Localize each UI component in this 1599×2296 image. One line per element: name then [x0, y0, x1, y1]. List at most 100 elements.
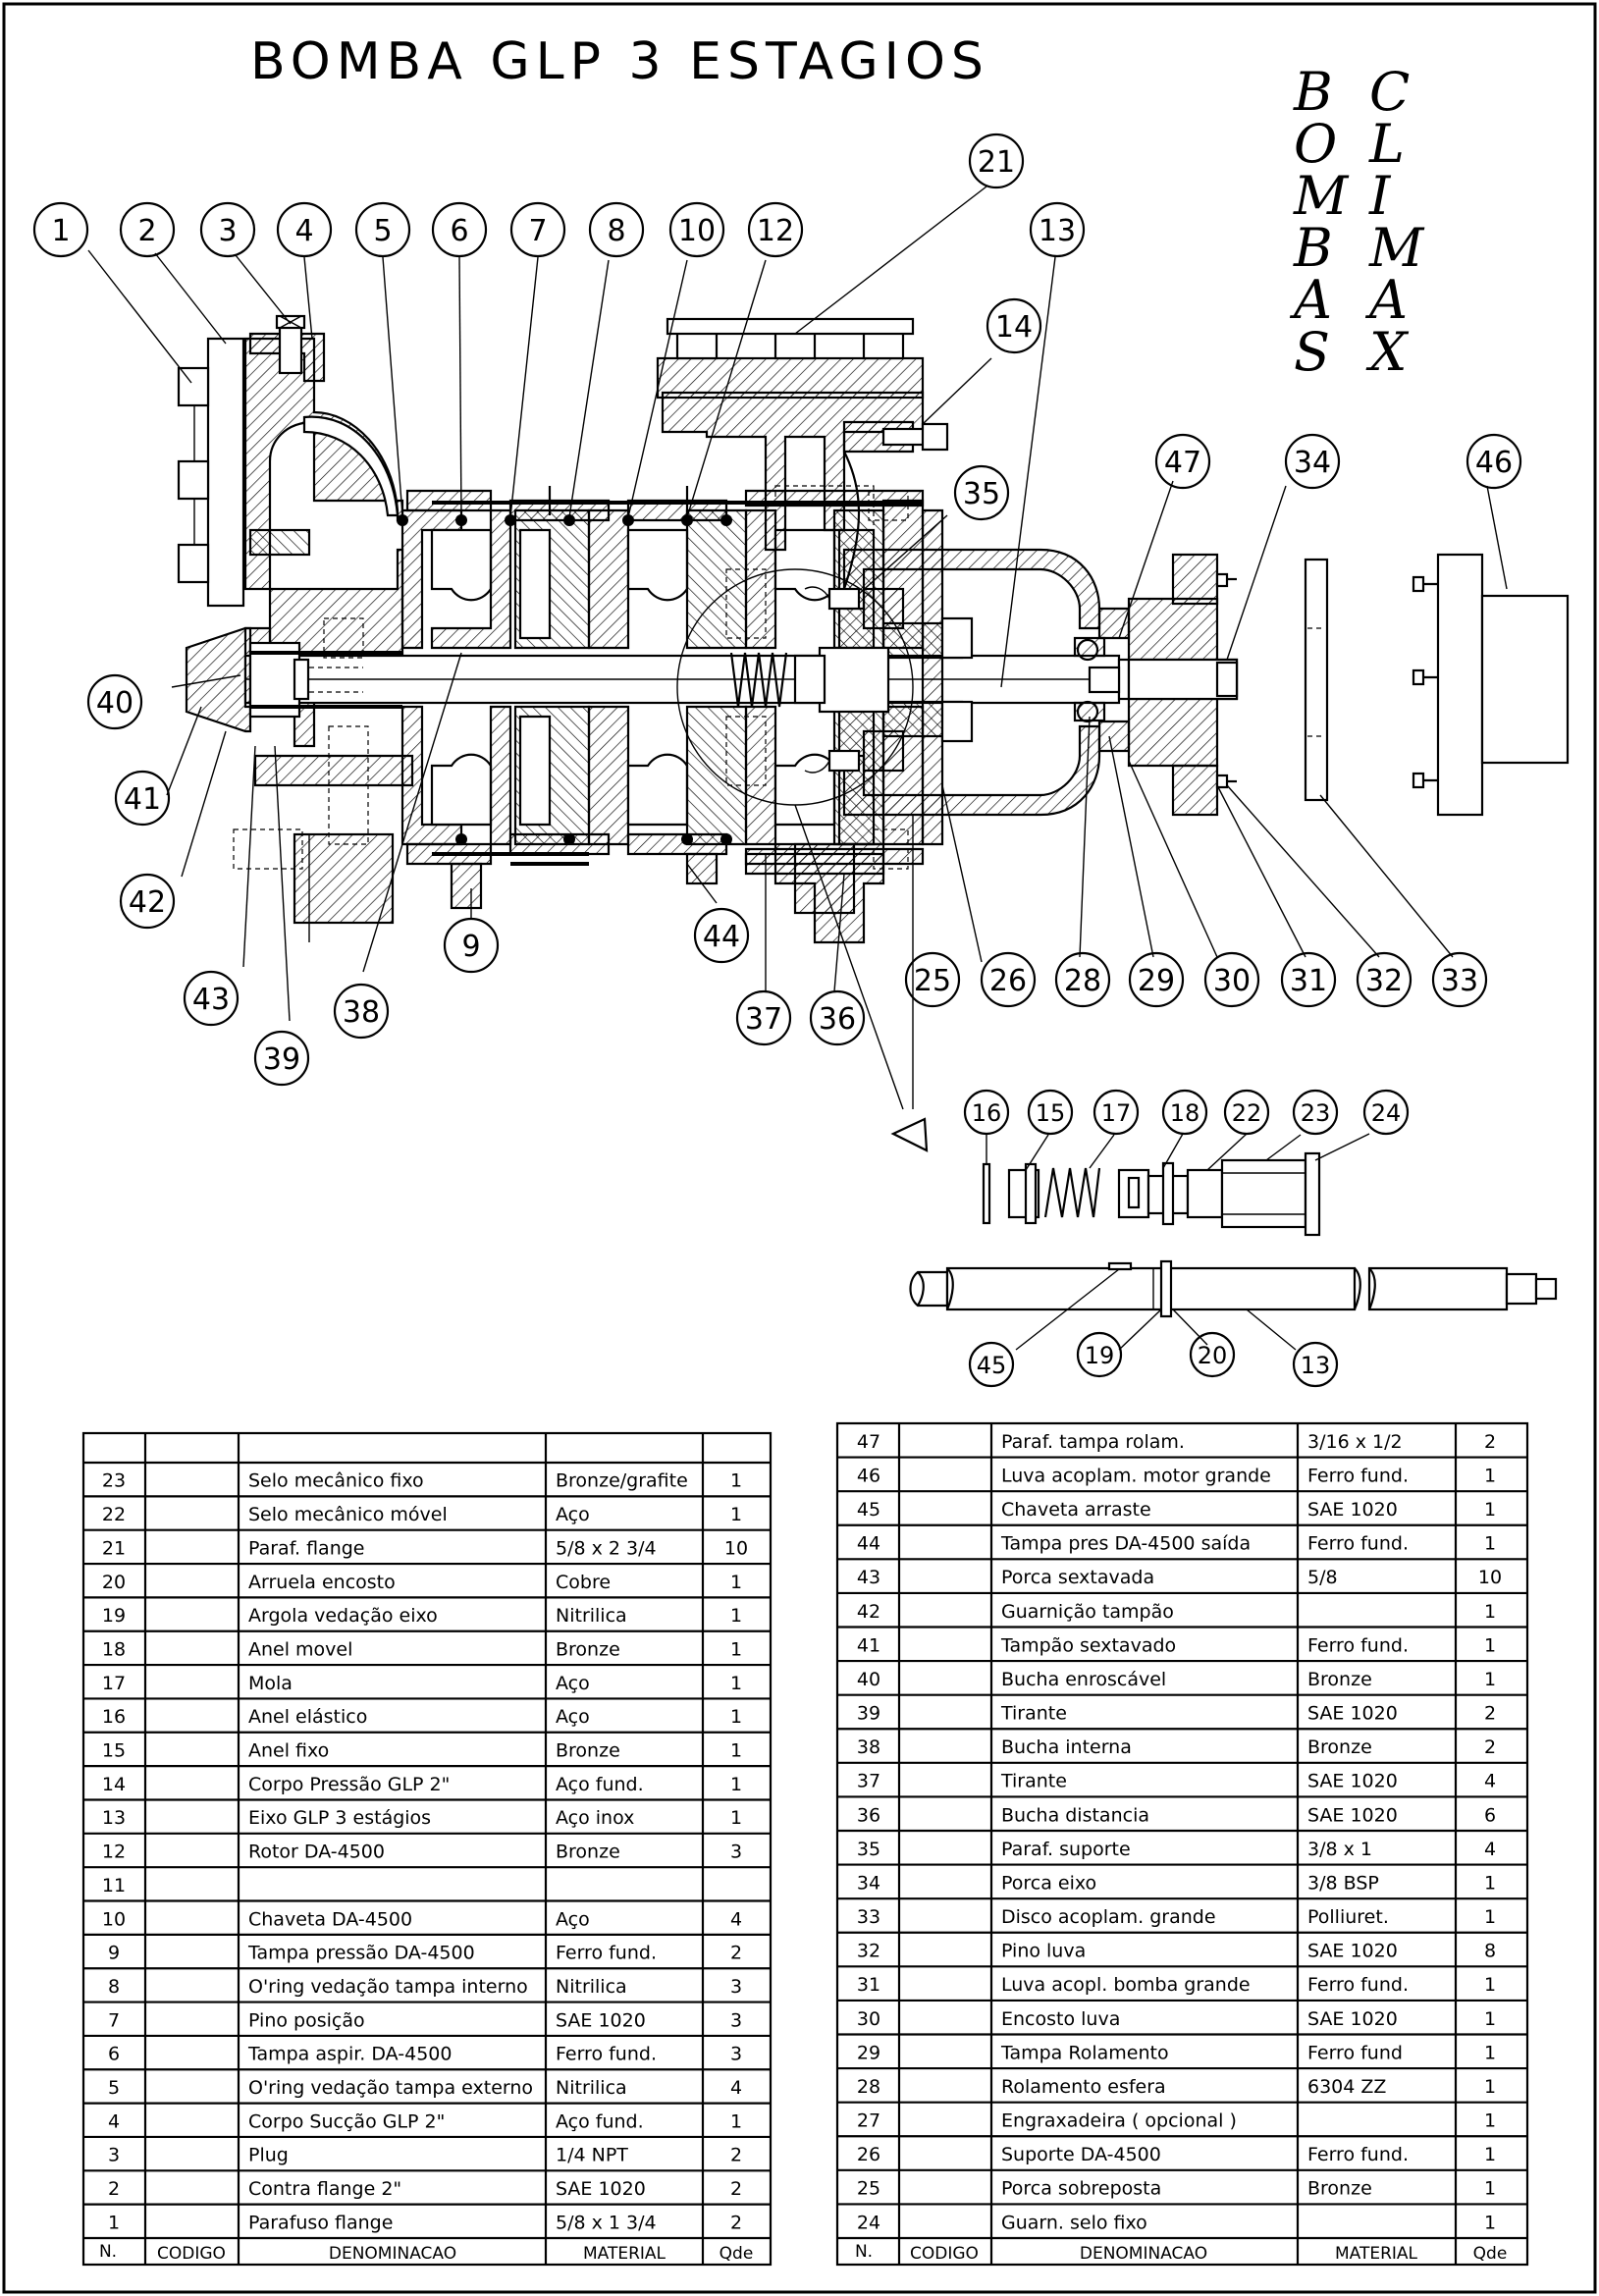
svg-text:13: 13: [1039, 214, 1076, 248]
row-number: 41: [857, 1634, 880, 1656]
row-denominacao: Paraf. suporte: [1001, 1839, 1131, 1860]
row-qde: 3: [730, 2009, 742, 2031]
svg-text:16: 16: [972, 1099, 1002, 1127]
balloon-8: 8: [588, 201, 645, 258]
row-denominacao: Tampão sextavado: [1000, 1634, 1176, 1656]
svg-text:42: 42: [129, 885, 166, 920]
row-number: 18: [102, 1638, 126, 1660]
seal-detail-view: [982, 1151, 1321, 1237]
row-number: 10: [102, 1908, 126, 1930]
header-qde: Qde: [720, 2244, 754, 2264]
row-material: SAE 1020: [1307, 1703, 1398, 1725]
row-number: 47: [857, 1431, 880, 1453]
header-codigo: CODIGO: [157, 2244, 226, 2264]
balloon-44: 44: [693, 907, 750, 964]
row-qde: 10: [724, 1537, 748, 1559]
row-material: Aço: [556, 1673, 590, 1694]
detail-balloon-24: 24: [1362, 1089, 1410, 1136]
row-denominacao: Argola vedação eixo: [248, 1605, 438, 1627]
row-denominacao: Engraxadeira ( opcional ): [1001, 2110, 1237, 2132]
row-material: Polliuret.: [1307, 1906, 1389, 1928]
row-material: Ferro fund.: [1307, 1465, 1409, 1486]
row-qde: 1: [730, 1638, 742, 1660]
row-number: 25: [857, 2178, 880, 2200]
row-denominacao: Bucha distancia: [1001, 1804, 1149, 1826]
row-qde: 1: [1484, 2212, 1496, 2233]
balloon-14: 14: [986, 297, 1042, 354]
row-material: 1/4 NPT: [556, 2145, 628, 2166]
svg-text:25: 25: [914, 964, 951, 998]
svg-text:4: 4: [294, 214, 313, 248]
svg-text:B: B: [1293, 61, 1333, 123]
row-material: Bronze/grafite: [556, 1470, 688, 1492]
row-qde: 1: [1484, 1465, 1496, 1486]
row-number: 38: [857, 1736, 880, 1758]
row-qde: 1: [730, 1774, 742, 1795]
row-material: Aço: [556, 1504, 590, 1525]
balloon-3: 3: [199, 201, 256, 258]
row-number: 31: [857, 1974, 880, 1996]
svg-text:M: M: [1368, 217, 1425, 279]
row-denominacao: Bucha enroscável: [1001, 1669, 1166, 1690]
row-qde: 1: [1484, 2076, 1496, 2098]
row-denominacao: Tampa Rolamento: [1000, 2042, 1169, 2063]
balloon-41: 41: [114, 770, 171, 827]
detail-balloon-19: 19: [1076, 1331, 1123, 1378]
svg-text:31: 31: [1290, 964, 1327, 998]
row-denominacao: Chaveta arraste: [1001, 1499, 1151, 1521]
row-denominacao: Rolamento esfera: [1001, 2076, 1166, 2098]
row-denominacao: Chaveta DA-4500: [248, 1908, 412, 1930]
header-n: N.: [855, 2242, 873, 2262]
row-material: Bronze: [1307, 1736, 1372, 1758]
row-number: 24: [857, 2212, 880, 2233]
row-qde: 4: [1484, 1839, 1496, 1860]
row-denominacao: Bucha interna: [1001, 1736, 1132, 1758]
row-denominacao: Selo mecânico móvel: [248, 1504, 448, 1525]
row-number: 44: [857, 1533, 880, 1555]
row-denominacao: Contra flange 2": [248, 2178, 401, 2200]
row-material: SAE 1020: [556, 2178, 646, 2200]
row-material: SAE 1020: [1307, 1771, 1398, 1792]
svg-text:24: 24: [1371, 1099, 1402, 1127]
row-denominacao: Plug: [248, 2145, 289, 2166]
row-denominacao: Eixo GLP 3 estágios: [248, 1807, 431, 1829]
row-number: 12: [102, 1842, 126, 1863]
row-qde: 2: [1484, 1431, 1496, 1453]
row-material: SAE 1020: [556, 2009, 646, 2031]
row-qde: 1: [1484, 2178, 1496, 2200]
row-number: 39: [857, 1703, 880, 1725]
part-balloons: 1 2 3 4 5 6 7 8 10 12 21 13 14 35 47 34 …: [32, 133, 1522, 1388]
row-material: Bronze: [556, 1638, 620, 1660]
balloon-39: 39: [253, 1030, 310, 1087]
row-number: 27: [857, 2110, 880, 2132]
table-row: 11: [83, 1866, 771, 1896]
shaft-detail-view: [909, 1259, 1558, 1318]
row-material: Nitrilica: [556, 2077, 627, 2099]
header-denominacao: DENOMINACAO: [329, 2244, 456, 2264]
header-codigo: CODIGO: [910, 2244, 979, 2264]
svg-text:10: 10: [678, 214, 716, 248]
row-qde: 2: [1484, 1703, 1496, 1725]
svg-text:5: 5: [373, 214, 392, 248]
row-denominacao: Rotor DA-4500: [248, 1842, 385, 1863]
row-denominacao: Corpo Pressão GLP 2": [248, 1774, 450, 1795]
row-denominacao: Mola: [248, 1673, 293, 1694]
svg-text:21: 21: [978, 145, 1015, 180]
header-material: MATERIAL: [1335, 2244, 1418, 2264]
balloon-37: 37: [735, 989, 792, 1046]
row-number: 30: [857, 2008, 880, 2030]
row-qde: 2: [1484, 1736, 1496, 1758]
